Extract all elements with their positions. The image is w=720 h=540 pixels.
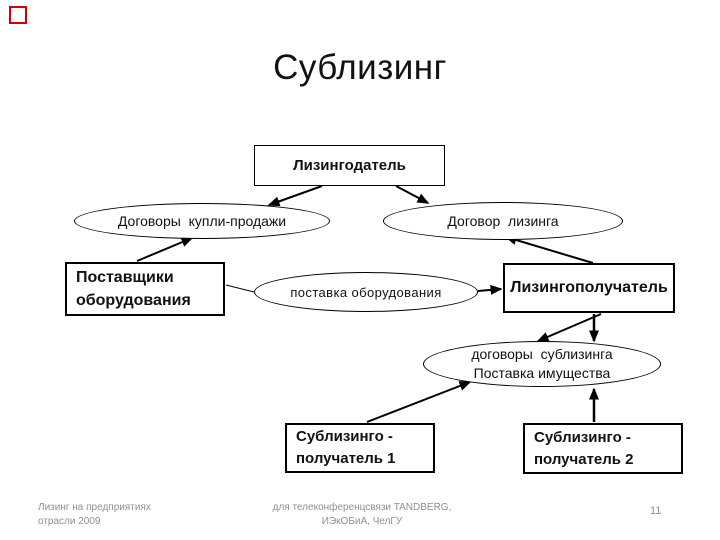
node-sublizingopoluchatel-1-label-line1: Сублизинго - xyxy=(296,428,393,445)
node-postavshchiki-label-line1: Поставщики xyxy=(76,269,174,286)
arrow-lizingodatel-to-dogovory-kupli xyxy=(267,185,323,207)
arrow-lizingopoluchatel-to-dogovory-sublizinga-diagonal xyxy=(536,313,602,342)
footer-organization: для телеконференцсвязи TANDBERG, ИЭкОБиА… xyxy=(248,501,476,529)
node-dogovor-lizinga: Договор лизинга xyxy=(383,202,623,240)
footer-presentation-title-line2: отрасли 2009 xyxy=(38,516,101,527)
arrow-lizingopoluchatel-to-dogovor-lizinga xyxy=(504,235,594,264)
node-sublizingopoluchatel-2: Сублизинго - получатель 2 xyxy=(523,423,683,474)
arrow-sub1-to-dogovory-sublizinga xyxy=(366,381,472,423)
footer-organization-line1: для телеконференцсвязи TANDBERG, xyxy=(272,502,452,513)
node-sublizingopoluchatel-2-label-line2: получатель 2 xyxy=(534,450,634,468)
node-dogovory-sublizinga: договоры сублизинга Поставка имущества xyxy=(423,341,661,387)
node-dogovory-kupli-prodazhi: Договоры купли-продажи xyxy=(74,203,330,239)
node-dogovory-sublizinga-label-line2: Поставка имущества xyxy=(473,365,611,381)
node-postavka-oborudovaniya: поставка оборудования xyxy=(254,272,478,312)
node-postavka-oborudovaniya-label: поставка оборудования xyxy=(290,284,442,300)
node-postavshchiki-label-line2: оборудования xyxy=(76,292,191,309)
node-postavshchiki: Поставщики оборудования xyxy=(65,262,225,316)
footer-presentation-title-line1: Лизинг на предприятиях xyxy=(38,502,151,513)
node-sublizingopoluchatel-1-label-line2: получатель 1 xyxy=(296,450,396,467)
node-lizingodatel-label: Лизингодатель xyxy=(293,157,406,174)
node-sublizingopoluchatel-1: Сублизинго - получатель 1 xyxy=(285,423,435,473)
footer-presentation-title: Лизинг на предприятиях отрасли 2009 xyxy=(38,501,188,529)
node-lizingopoluchatel: Лизингополучатель xyxy=(503,263,675,313)
arrow-postavshchiki-to-dogovory-kupli xyxy=(136,237,194,262)
page-number: 11 xyxy=(650,505,662,517)
arrow-lizingodatel-to-dogovor-lizinga xyxy=(395,185,430,204)
slide-title: Сублизинг xyxy=(273,48,447,87)
node-lizingopoluchatel-label: Лизингополучатель xyxy=(510,279,668,296)
footer-organization-line2: ИЭкОБиА, ЧелГУ xyxy=(321,516,403,527)
node-dogovory-kupli-prodazhi-label: Договоры купли-продажи xyxy=(117,213,287,229)
node-dogovory-sublizinga-label-line1: договоры сублизинга xyxy=(471,346,613,362)
red-square-marker xyxy=(9,6,27,24)
arrow-postavka-to-lizingopoluchatel xyxy=(477,284,503,295)
node-sublizingopoluchatel-2-label-line1: Сублизинго - xyxy=(534,428,631,446)
node-dogovor-lizinga-label: Договор лизинга xyxy=(447,213,559,229)
node-lizingodatel: Лизингодатель xyxy=(254,145,445,186)
